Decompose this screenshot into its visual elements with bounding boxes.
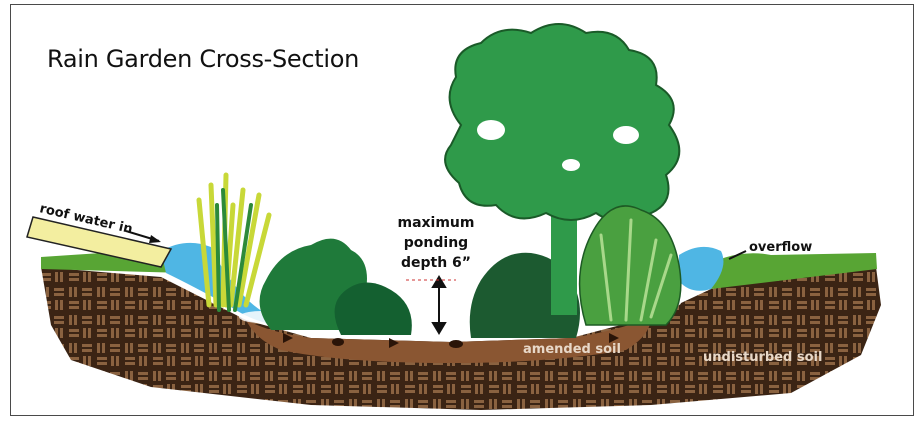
label-max-ponding-2: ponding (404, 235, 468, 251)
ponding-depth-marker (433, 277, 445, 333)
rain-garden-illustration: roof water in maximum ponding depth 6” o… (11, 5, 914, 416)
label-undisturbed-soil: undisturbed soil (703, 350, 822, 365)
label-max-ponding-3: depth 6” (401, 255, 471, 271)
shrub-left-2 (335, 283, 412, 336)
undisturbed-soil (41, 267, 881, 410)
tree-canopy (445, 24, 679, 222)
label-max-ponding-1: maximum (397, 215, 474, 231)
label-amended-soil: amended soil (523, 342, 621, 357)
label-overflow: overflow (749, 240, 812, 255)
diagram-frame: Rain Garden Cross-Section (10, 4, 914, 416)
ornamental-grass (199, 175, 269, 310)
